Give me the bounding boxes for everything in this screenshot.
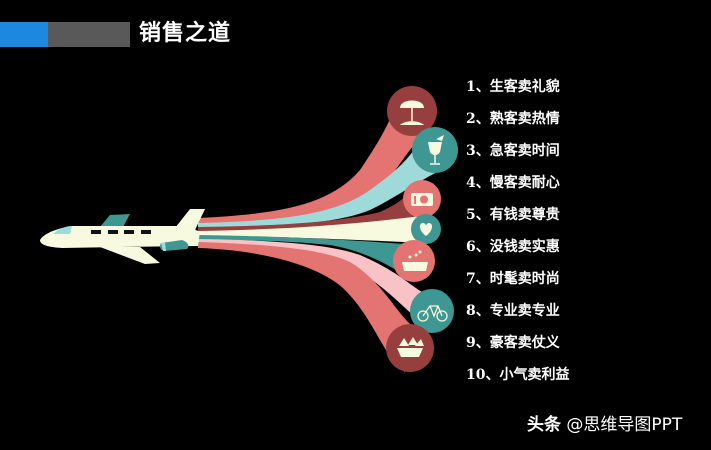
food-bowl-circle	[386, 324, 434, 372]
stream-7	[198, 242, 410, 372]
list-item: 9、豪客卖仗义	[466, 335, 560, 351]
page-title: 销售之道	[139, 21, 232, 46]
heart-circle	[411, 214, 441, 244]
list-item: 4、慢客卖耐心	[466, 175, 560, 191]
header-accent-blue	[0, 22, 48, 47]
list-item: 8、专业卖专业	[466, 303, 560, 319]
header-accent-gray	[48, 22, 130, 47]
airplane-icon	[40, 209, 205, 264]
sales-tips-list: 1、生客卖礼貌 2、熟客卖热情 3、急客卖时间 4、慢客卖耐心 5、有钱卖尊贵 …	[466, 76, 569, 396]
bathtub-circle	[393, 240, 435, 282]
list-item: 2、熟客卖热情	[466, 111, 560, 127]
stream-3	[198, 183, 425, 233]
cocktail-circle	[412, 127, 458, 173]
watermark-brand: 头条	[527, 415, 561, 435]
camera-circle	[403, 180, 441, 218]
stream-6	[198, 239, 432, 331]
list-item: 10、小气卖利益	[466, 367, 570, 383]
watermark-handle: @思维导图PPT	[566, 415, 683, 435]
list-item: 1、生客卖礼貌	[466, 79, 560, 95]
list-item: 6、没钱卖实惠	[466, 239, 560, 255]
list-item: 3、急客卖时间	[466, 143, 560, 159]
beach-umbrella-circle	[387, 86, 437, 136]
watermark: 头条 @思维导图PPT	[527, 414, 682, 436]
list-item: 5、有钱卖尊贵	[466, 207, 560, 223]
stream-5	[198, 235, 412, 281]
list-item: 7、时髦卖时尚	[466, 271, 560, 287]
bicycle-circle	[410, 289, 454, 333]
